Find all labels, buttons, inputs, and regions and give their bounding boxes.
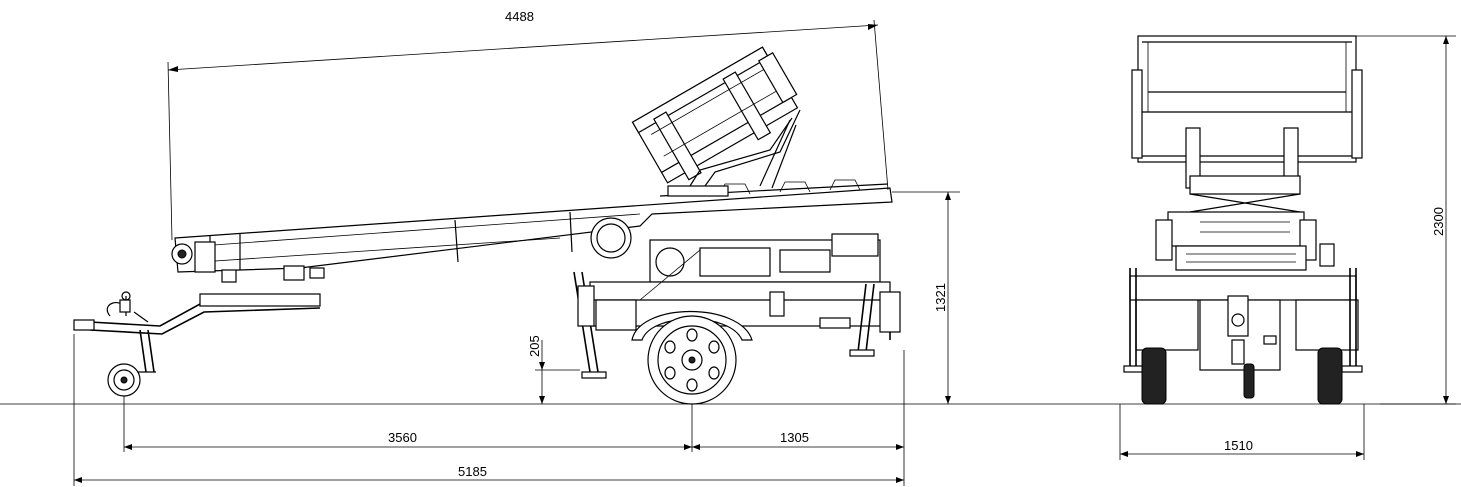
front-outrigger <box>573 271 607 379</box>
front-view: 2300 1510 <box>1119 35 1456 460</box>
front-mechanism <box>1155 175 1335 271</box>
dim-rear-overhang-label: 1305 <box>780 430 809 445</box>
front-platform <box>1131 35 1363 189</box>
dim-ground-clearance-label: 205 <box>527 335 542 357</box>
boom <box>171 179 893 283</box>
dimension-wheelbase: 3560 1305 <box>123 350 905 486</box>
side-view: 4488 <box>73 9 960 486</box>
rear-outrigger <box>849 283 901 357</box>
dim-width-label: 1510 <box>1224 438 1253 453</box>
drawbar <box>73 291 321 335</box>
chassis <box>589 233 891 331</box>
dimension-total-height: 2300 <box>1356 35 1456 405</box>
platform <box>631 46 799 184</box>
front-right-tire <box>1317 347 1343 405</box>
dim-boom-length-label: 4488 <box>505 9 534 24</box>
dim-total-height-label: 2300 <box>1431 207 1446 236</box>
dim-total-length-label: 5185 <box>458 464 487 479</box>
dimension-boom-length: 4488 <box>167 9 889 241</box>
main-wheel <box>647 315 737 405</box>
dimension-width: 1510 <box>1119 404 1365 460</box>
front-drawbar <box>1199 295 1281 399</box>
dimension-total-length: 5185 <box>73 334 904 486</box>
dimension-transport-height: 1321 <box>892 191 960 404</box>
dim-transport-height-label: 1321 <box>933 283 948 312</box>
dimension-ground-clearance: 205 <box>527 335 580 404</box>
platform-support <box>667 109 801 197</box>
front-left-tire <box>1141 347 1167 405</box>
fender <box>631 310 753 341</box>
dim-wheelbase-label: 3560 <box>388 430 417 445</box>
jockey-wheel <box>107 329 156 397</box>
